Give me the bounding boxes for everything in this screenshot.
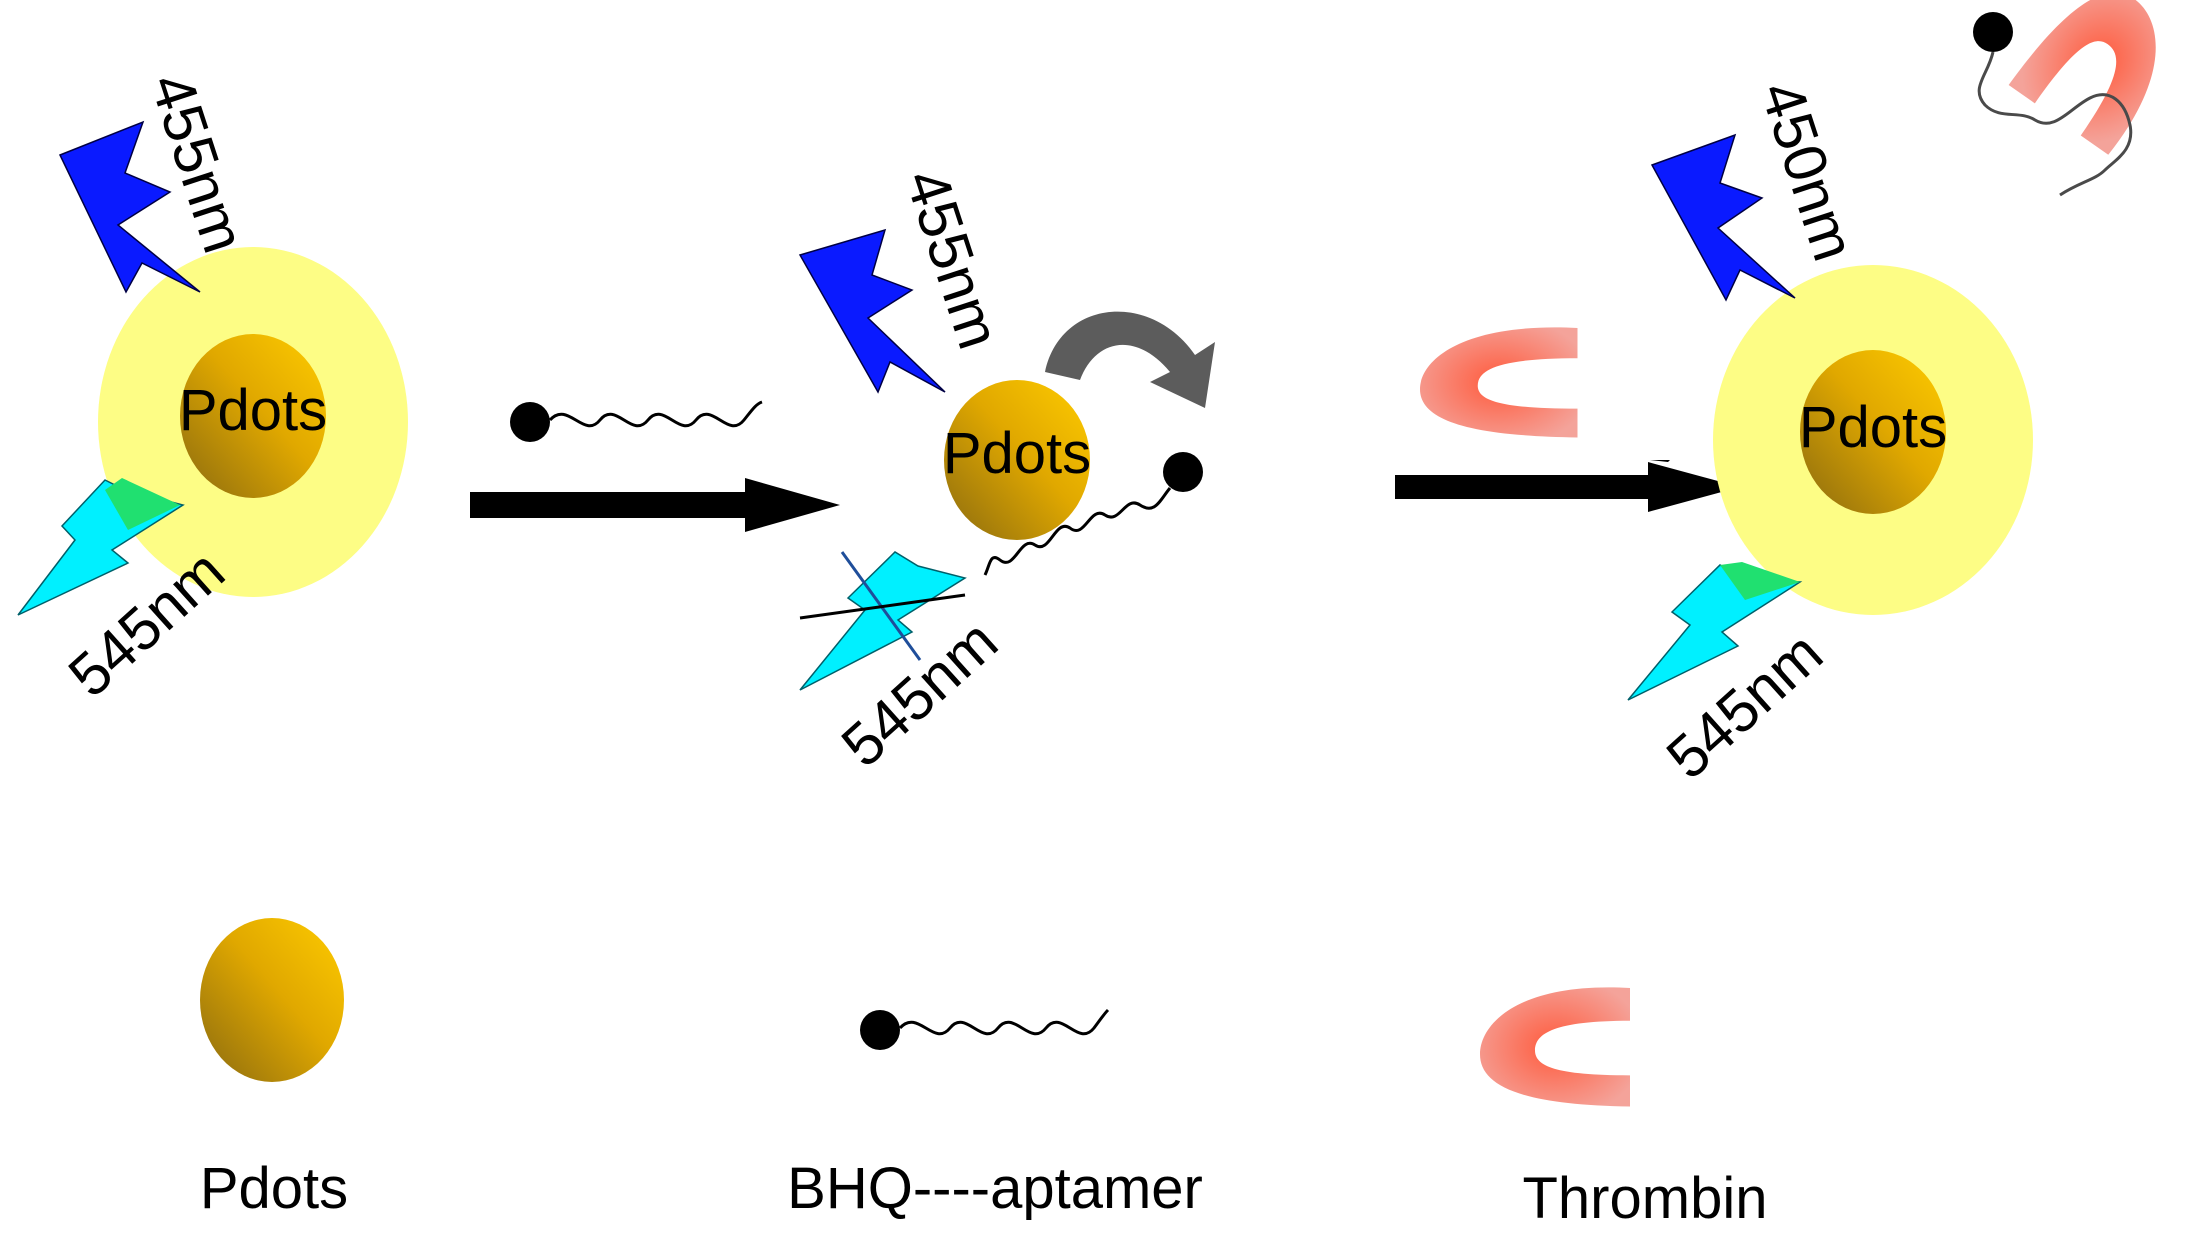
blue-lightning-icon (1650, 133, 1796, 302)
legend-pdots-label: Pdots (200, 1156, 348, 1221)
pdot-sphere-icon (200, 918, 344, 1082)
legend: Pdots BHQ----aptamer Thrombin (200, 918, 1768, 1231)
reaction-arrow-icon (1395, 460, 1740, 512)
legend-aptamer-label: BHQ----aptamer (787, 1156, 1203, 1221)
left-panel: Pdots 455nm 545nm (17, 65, 408, 710)
excitation-wavelength-label: 455nm (893, 161, 1013, 356)
cross-mark-icon (799, 551, 966, 661)
pdot-label: Pdots (179, 378, 327, 443)
pdot-label: Pdots (1799, 395, 1947, 460)
right-panel: Pdots 450nm 545nm (1627, 0, 2191, 792)
thrombin-icon (1420, 327, 1578, 438)
reaction-arrow-icon (470, 478, 840, 532)
middle-panel: Pdots 455nm 545nm (798, 161, 1215, 780)
legend-thrombin-label: Thrombin (1523, 1166, 1768, 1231)
excitation-wavelength-label: 455nm (138, 65, 258, 260)
pdot-label: Pdots (943, 421, 1091, 486)
bhq-aptamer-strand-icon (983, 452, 1203, 576)
cyan-lightning-icon (799, 551, 967, 691)
pdot-sphere-icon (944, 380, 1090, 540)
curved-arrow-icon (1045, 311, 1215, 408)
cyan-lightning-icon (1627, 562, 1803, 701)
excitation-wavelength-label: 450nm (1748, 73, 1868, 268)
thrombin-icon (1480, 987, 1630, 1107)
bhq-aptamer-strand-icon (860, 1008, 1110, 1050)
blue-lightning-icon (58, 120, 201, 294)
cyan-lightning-icon (17, 478, 185, 616)
bhq-aptamer-strand-icon (510, 400, 763, 442)
pdot-sphere-icon (180, 334, 326, 498)
pdot-sphere-icon (1800, 350, 1946, 514)
thrombin-icon (2008, 0, 2191, 156)
bhq-aptamer-strand-icon (1973, 12, 2133, 197)
blue-lightning-icon (798, 228, 946, 394)
